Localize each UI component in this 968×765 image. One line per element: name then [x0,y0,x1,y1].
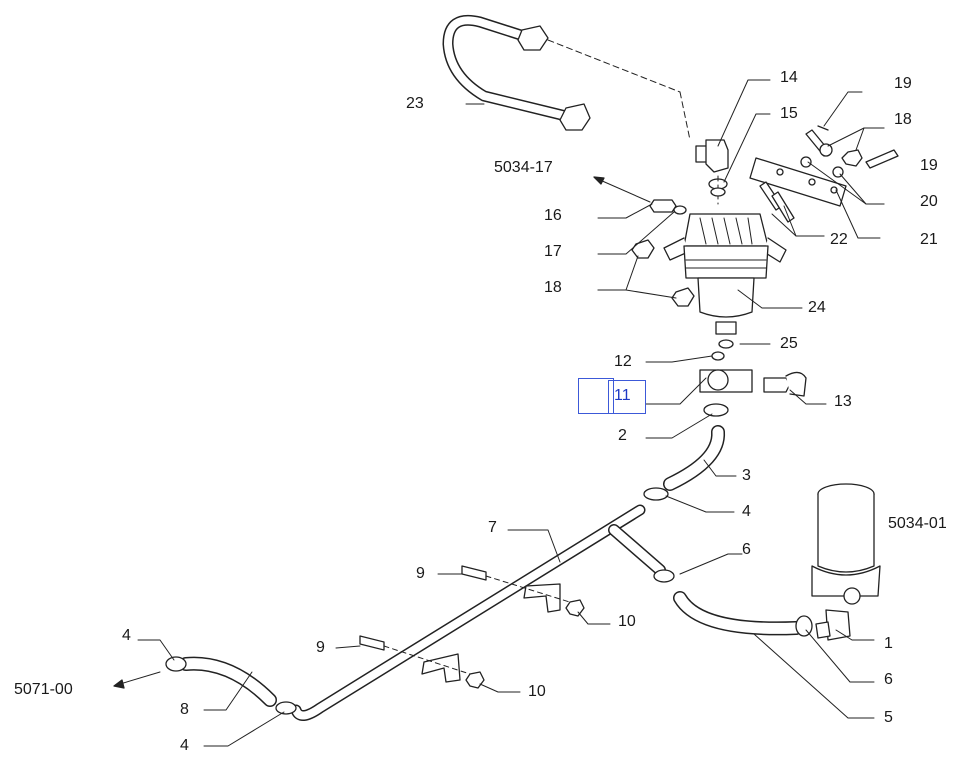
label-part-5: 5 [884,709,893,726]
part-11-highlight-box[interactable] [578,378,614,414]
label-part-2: 2 [618,427,627,444]
label-part-4-right: 4 [742,503,751,520]
label-part-21: 21 [920,231,938,248]
label-part-8: 8 [180,701,189,718]
mounting-bracket-hardware [749,125,899,223]
label-part-24: 24 [808,299,826,316]
label-part-9-upper: 9 [416,565,425,582]
pipe-7 [290,487,675,721]
hose-3 [663,425,726,491]
label-part-19-top: 19 [894,75,912,92]
label-part-20: 20 [920,193,938,210]
pipe-brackets-9-10 [359,565,585,689]
part-11-label-box[interactable] [608,380,646,414]
ref-5071-00: 5071-00 [14,681,73,698]
ref-5034-17: 5034-17 [494,159,553,176]
label-part-16: 16 [544,207,562,224]
label-part-7: 7 [488,519,497,536]
label-part-12: 12 [614,353,632,370]
label-part-13: 13 [834,393,852,410]
pump-filter-5034-01 [811,483,881,641]
label-part-1: 1 [884,635,893,652]
label-part-6-top: 6 [742,541,751,558]
fuel-filter-assembly [663,213,787,349]
label-part-15: 15 [780,105,798,122]
label-part-22: 22 [830,231,848,248]
hose-5 [673,591,813,637]
label-part-9-lower: 9 [316,639,325,656]
label-part-10-lower: 10 [528,683,546,700]
label-part-10-upper: 10 [618,613,636,630]
label-part-18-right: 18 [894,111,912,128]
label-part-23: 23 [406,95,424,112]
label-part-4-left-top: 4 [122,627,131,644]
label-part-19-right: 19 [920,157,938,174]
banjo-fitting-11-12-13 [699,351,807,417]
label-part-18-left: 18 [544,279,562,296]
elbow-fitting-14 [695,139,729,205]
hose-8 [113,656,297,715]
leader-lines [137,79,885,747]
label-part-4-left-bottom: 4 [180,737,189,754]
ref-5034-01: 5034-01 [888,515,947,532]
label-part-11[interactable]: 11 [614,387,631,404]
label-part-6-bottom: 6 [884,671,893,688]
label-part-25: 25 [780,335,798,352]
label-part-3: 3 [742,467,751,484]
label-part-14: 14 [780,69,798,86]
label-part-17: 17 [544,243,562,260]
u-pipe-23 [442,14,691,141]
